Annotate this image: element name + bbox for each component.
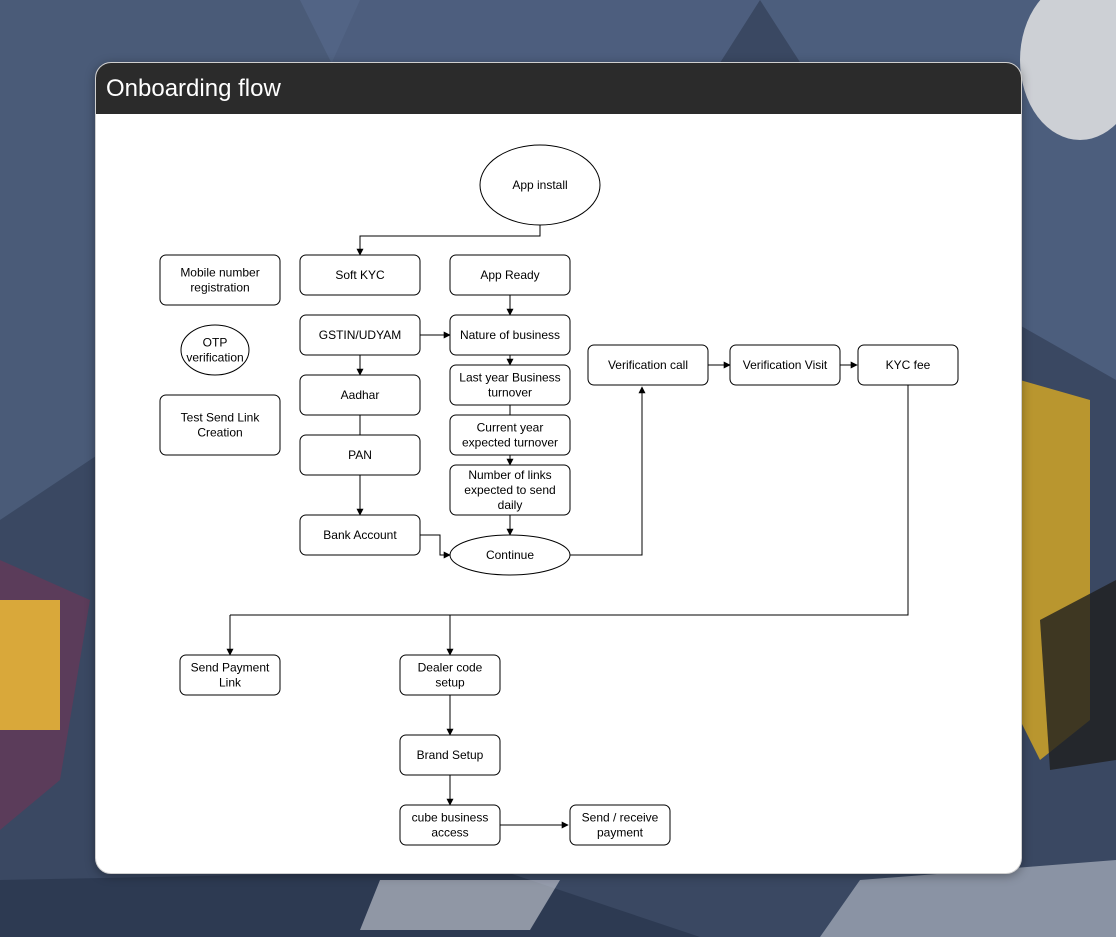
- edge-continue-to-verification-call: [570, 386, 646, 556]
- node-app-install-shape: [479, 144, 601, 226]
- node-test-send-link-label: Creation: [197, 426, 242, 440]
- node-dealer-code-setup-label: Dealer code: [418, 661, 483, 675]
- node-app-ready: App Ready: [449, 254, 571, 296]
- edge-kyc-fee-to-split: [230, 385, 909, 616]
- node-last-year-turnover-label: Last year Business: [459, 371, 560, 385]
- node-pan-shape: [299, 434, 421, 476]
- node-cube-business-access-label: cube business: [412, 811, 489, 825]
- node-bank-account-shape: [299, 514, 421, 556]
- node-nature-of-business-shape: [449, 314, 571, 356]
- node-kyc-fee-shape: [857, 344, 959, 386]
- node-send-receive-payment-label: payment: [597, 826, 644, 840]
- node-links-daily-label: Number of links: [468, 468, 551, 482]
- node-last-year-turnover-shape: [449, 364, 571, 406]
- node-test-send-link-shape: [159, 394, 281, 456]
- node-brand-setup-label: Brand Setup: [417, 748, 484, 762]
- node-gstin-udyam-label: GSTIN/UDYAM: [319, 328, 401, 342]
- node-bank-account-label: Bank Account: [323, 528, 397, 542]
- node-soft-kyc-label: Soft KYC: [335, 268, 385, 282]
- node-links-daily-label: expected to send: [464, 483, 555, 497]
- node-continue: Continue: [449, 534, 571, 576]
- node-kyc-fee-label: KYC fee: [886, 358, 931, 372]
- node-verification-visit: Verification Visit: [729, 344, 841, 386]
- node-nature-of-business: Nature of business: [449, 314, 571, 356]
- connectors: [226, 225, 909, 829]
- node-verification-call-label: Verification call: [608, 358, 688, 372]
- node-current-year-turnover-shape: [449, 414, 571, 456]
- node-app-ready-label: App Ready: [480, 268, 539, 282]
- node-send-payment-link-label: Link: [219, 676, 242, 690]
- node-cube-business-access-shape: [399, 804, 501, 846]
- node-continue-label: Continue: [486, 548, 534, 562]
- node-links-daily-label: daily: [498, 498, 523, 512]
- node-otp-verification-label: verification: [186, 351, 243, 365]
- node-otp-verification-shape: [180, 324, 250, 376]
- node-nature-of-business-label: Nature of business: [460, 328, 560, 342]
- edge-app-install-to-soft-kyc: [356, 225, 541, 256]
- node-app-install: App install: [479, 144, 601, 226]
- node-verification-visit-label: Verification Visit: [743, 358, 828, 372]
- node-brand-setup: Brand Setup: [399, 734, 501, 776]
- node-current-year-turnover-label: expected turnover: [462, 436, 558, 450]
- node-verification-call: Verification call: [587, 344, 709, 386]
- node-bank-account: Bank Account: [299, 514, 421, 556]
- node-gstin-udyam-shape: [299, 314, 421, 356]
- node-aadhar-shape: [299, 374, 421, 416]
- node-send-receive-payment-shape: [569, 804, 671, 846]
- node-dealer-code-setup-shape: [399, 654, 501, 696]
- node-current-year-turnover-label: Current year: [477, 421, 544, 435]
- node-soft-kyc: Soft KYC: [299, 254, 421, 296]
- node-send-payment-link-label: Send Payment: [191, 661, 270, 675]
- node-continue-shape: [449, 534, 571, 576]
- node-kyc-fee: KYC fee: [857, 344, 959, 386]
- node-mobile-registration-label: Mobile number: [180, 266, 259, 280]
- node-otp-verification-label: OTP: [203, 336, 228, 350]
- node-verification-call-shape: [587, 344, 709, 386]
- node-app-install-label: App install: [512, 178, 567, 192]
- node-aadhar: Aadhar: [299, 374, 421, 416]
- node-test-send-link-label: Test Send Link: [181, 411, 261, 425]
- node-brand-setup-shape: [399, 734, 501, 776]
- node-pan: PAN: [299, 434, 421, 476]
- node-pan-label: PAN: [348, 448, 372, 462]
- node-send-receive-payment-label: Send / receive: [582, 811, 659, 825]
- node-gstin-udyam: GSTIN/UDYAM: [299, 314, 421, 356]
- node-dealer-code-setup-label: setup: [435, 676, 465, 690]
- node-cube-business-access-label: access: [431, 826, 468, 840]
- node-soft-kyc-shape: [299, 254, 421, 296]
- node-verification-visit-shape: [729, 344, 841, 386]
- panel-title: Onboarding flow: [96, 63, 1021, 114]
- node-links-daily-shape: [449, 464, 571, 516]
- onboarding-flow-panel: Onboarding flow: [95, 62, 1022, 874]
- node-last-year-turnover-label: turnover: [488, 386, 532, 400]
- node-aadhar-label: Aadhar: [341, 388, 380, 402]
- node-mobile-registration-label: registration: [190, 281, 249, 295]
- node-mobile-registration-shape: [159, 254, 281, 306]
- node-app-ready-shape: [449, 254, 571, 296]
- edge-bank-to-continue: [420, 534, 451, 559]
- node-send-payment-link-shape: [179, 654, 281, 696]
